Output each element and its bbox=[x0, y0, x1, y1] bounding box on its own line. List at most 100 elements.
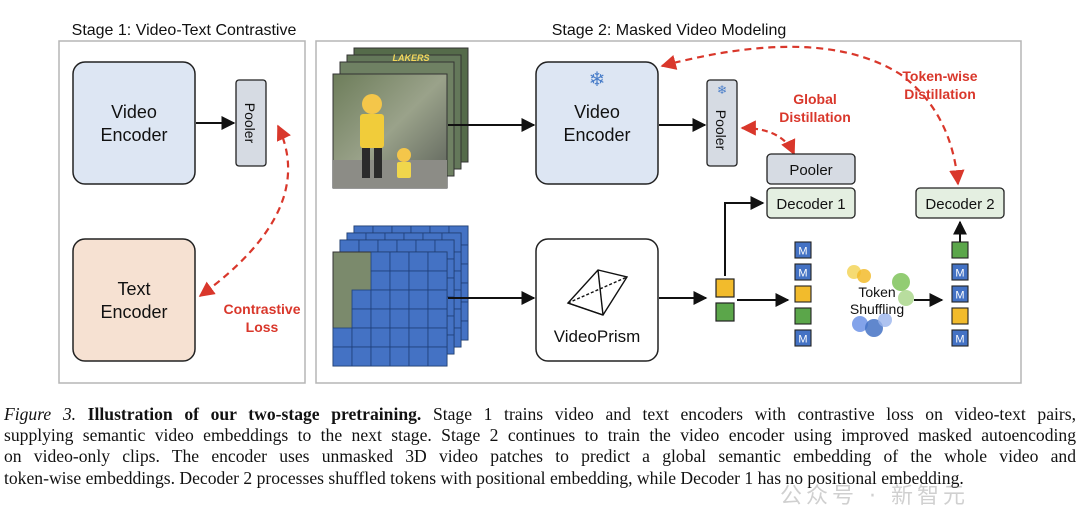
prism-icon bbox=[566, 269, 629, 316]
stage1-video-encoder-line1: Video bbox=[111, 102, 157, 122]
mask-token bbox=[951, 285, 969, 303]
mask-token-label: M bbox=[798, 246, 807, 258]
masked-patch bbox=[427, 327, 448, 348]
visible-token bbox=[951, 307, 969, 325]
caption-line-3: on video-only clips. The encoder uses un… bbox=[4, 446, 1076, 467]
stage1-title: Stage 1: Video-Text Contrastive bbox=[72, 22, 297, 39]
masked-patch bbox=[389, 308, 410, 329]
masked-patch bbox=[370, 327, 391, 348]
masked-patch bbox=[332, 327, 353, 348]
masked-patch bbox=[427, 346, 448, 367]
stage2-frozen-pooler: ❄ Pooler bbox=[706, 79, 738, 167]
global-distillation-arrow bbox=[740, 120, 796, 156]
visible-token bbox=[794, 285, 812, 303]
caption-line-4: token-wise embeddings. Decoder 2 process… bbox=[4, 467, 964, 488]
masked-patch bbox=[370, 308, 391, 329]
watermark: 公众号 · 新智元 bbox=[780, 484, 969, 509]
stage1-pooler-label: Pooler bbox=[242, 103, 258, 144]
global-distillation-line2: Distillation bbox=[779, 109, 851, 125]
stage1-video-encoder-line2: Encoder bbox=[100, 125, 167, 145]
mask-token bbox=[794, 241, 812, 259]
masked-patch bbox=[351, 327, 372, 348]
masked-patch bbox=[408, 346, 429, 367]
visible-token bbox=[951, 241, 969, 259]
caption-line-1-text: Stage 1 trains video and text encoders w… bbox=[432, 404, 1077, 424]
masked-patch bbox=[332, 346, 353, 367]
stage2-panel bbox=[315, 40, 1022, 384]
token-wise-distillation-line2: Distillation bbox=[904, 86, 976, 102]
masked-patch bbox=[389, 289, 410, 310]
token-shuffling-line2: Shuffling bbox=[850, 301, 904, 317]
masked-patch bbox=[427, 251, 448, 272]
stage2-frozen-pooler-label: Pooler bbox=[713, 110, 729, 151]
masked-patch bbox=[427, 308, 448, 329]
mask-token bbox=[794, 329, 812, 347]
masked-patch bbox=[389, 270, 410, 291]
masked-frame bbox=[332, 251, 448, 367]
masked-patch bbox=[389, 346, 410, 367]
masked-patch bbox=[408, 251, 429, 272]
contrastive-loss-arrow bbox=[198, 124, 291, 297]
masked-patch bbox=[427, 289, 448, 310]
masked-patch bbox=[370, 270, 391, 291]
stage2-pooler: Pooler bbox=[766, 153, 856, 185]
mask-token bbox=[951, 329, 969, 347]
decoder-2-label: Decoder 2 bbox=[925, 196, 994, 213]
snowflake-icon: ❄ bbox=[589, 69, 606, 91]
pooler-snowflake-icon: ❄ bbox=[717, 83, 727, 97]
stage2-pooler-label: Pooler bbox=[789, 162, 832, 179]
caption-line-2: supplying semantic video embeddings to t… bbox=[4, 425, 1076, 446]
masked-frames-stack bbox=[332, 225, 469, 367]
masked-patch bbox=[408, 308, 429, 329]
masked-patch bbox=[370, 346, 391, 367]
masked-patch bbox=[408, 289, 429, 310]
visible-tokens bbox=[715, 278, 735, 322]
person-face bbox=[362, 94, 382, 114]
video-frames-stack: LAKERS bbox=[332, 47, 469, 189]
mask-token bbox=[794, 263, 812, 281]
child-face bbox=[397, 148, 411, 162]
global-distillation-line1: Global bbox=[793, 91, 837, 107]
stage1-pooler: Pooler bbox=[235, 79, 267, 167]
stage1-panel bbox=[58, 40, 306, 384]
contrastive-loss-line1: Contrastive bbox=[223, 301, 300, 317]
stage2-video-encoder-line1: Video bbox=[574, 102, 620, 122]
token-green bbox=[715, 302, 735, 322]
masked-patch bbox=[351, 308, 372, 329]
masked-patch bbox=[351, 346, 372, 367]
mask-token-label: M bbox=[798, 268, 807, 280]
token-column-before-shuffle: MMM bbox=[794, 241, 812, 347]
visible-token bbox=[794, 307, 812, 325]
frame-text: LAKERS bbox=[392, 53, 429, 63]
masked-patch bbox=[370, 251, 391, 272]
stage2-video-encoder-line2: Encoder bbox=[563, 125, 630, 145]
masked-patch bbox=[351, 289, 372, 310]
figure-caption: Figure 3. Illustration of our two-stage … bbox=[4, 404, 1076, 489]
token-shuffling-icon bbox=[847, 265, 914, 337]
contrastive-loss-line2: Loss bbox=[246, 319, 279, 335]
masked-patch bbox=[389, 251, 410, 272]
mask-token bbox=[951, 263, 969, 281]
token-yellow bbox=[715, 278, 735, 298]
masked-patch bbox=[389, 327, 410, 348]
mask-token-label: M bbox=[955, 268, 964, 280]
masked-patch bbox=[427, 270, 448, 291]
video-frame-front bbox=[332, 73, 448, 189]
mask-token-label: M bbox=[955, 334, 964, 346]
caption-figure-label: Figure 3. bbox=[4, 404, 77, 424]
caption-line-1: Figure 3. Illustration of our two-stage … bbox=[4, 404, 1076, 425]
videoprism-label: VideoPrism bbox=[554, 327, 641, 346]
caption-bold-title: Illustration of our two-stage pretrainin… bbox=[87, 404, 422, 424]
videoprism-encoder: VideoPrism bbox=[535, 238, 659, 362]
stage2-video-encoder: ❄ Video Encoder bbox=[535, 61, 659, 185]
masked-patch bbox=[408, 270, 429, 291]
tokens-to-decoder1-arrow bbox=[724, 196, 765, 276]
stage1-video-encoder: Video Encoder bbox=[72, 61, 196, 185]
stage1-text-encoder: Text Encoder bbox=[72, 238, 196, 362]
token-wise-distillation-arrow bbox=[660, 45, 965, 186]
masked-patch bbox=[408, 327, 429, 348]
masked-patch bbox=[370, 289, 391, 310]
token-shuffling-line1: Token bbox=[858, 284, 895, 300]
token-column-after-shuffle: MMM bbox=[951, 241, 969, 347]
stage1-text-encoder-line1: Text bbox=[117, 279, 150, 299]
